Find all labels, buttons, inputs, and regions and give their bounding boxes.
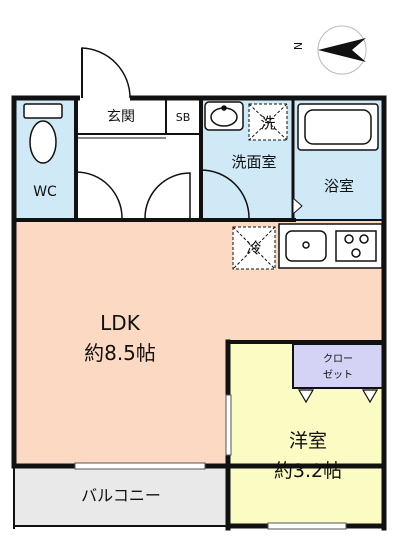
closet-label-line1: クロー — [323, 353, 353, 365]
washroom-label: 洗面室 — [231, 153, 276, 171]
windows — [74, 394, 347, 530]
wc-label: WC — [33, 184, 57, 200]
ldk-size-label: 約8.5帖 — [84, 341, 156, 365]
door-swings — [75, 169, 250, 219]
bath-door-marker — [292, 196, 303, 216]
fridge-space — [232, 226, 276, 270]
genkan-label: 玄関 — [107, 108, 135, 125]
bathroom-label: 浴室 — [324, 177, 354, 195]
shoe-box-label: SB — [176, 111, 191, 124]
kitchen-counter — [278, 223, 383, 269]
wash-basin-icon — [204, 101, 244, 131]
toilet-icon — [23, 103, 63, 164]
washer-space — [248, 103, 288, 141]
compass-icon — [317, 25, 367, 75]
fridge-label: 冷 — [246, 239, 261, 257]
western-size-label: 約3.2帖 — [274, 460, 342, 482]
balcony-label: バルコニー — [81, 486, 161, 505]
ldk-name-label: LDK — [100, 311, 141, 335]
front-door — [80, 47, 131, 102]
north-label: N — [291, 42, 304, 50]
entrance-details — [76, 98, 201, 139]
closet-label-line2: ゼット — [323, 369, 353, 381]
bathtub-icon — [297, 103, 379, 151]
closet — [292, 343, 384, 389]
entrance — [76, 98, 201, 222]
washer-label: 洗 — [260, 114, 275, 132]
closet-doors — [297, 389, 379, 404]
western-name-label: 洋室 — [289, 430, 327, 452]
